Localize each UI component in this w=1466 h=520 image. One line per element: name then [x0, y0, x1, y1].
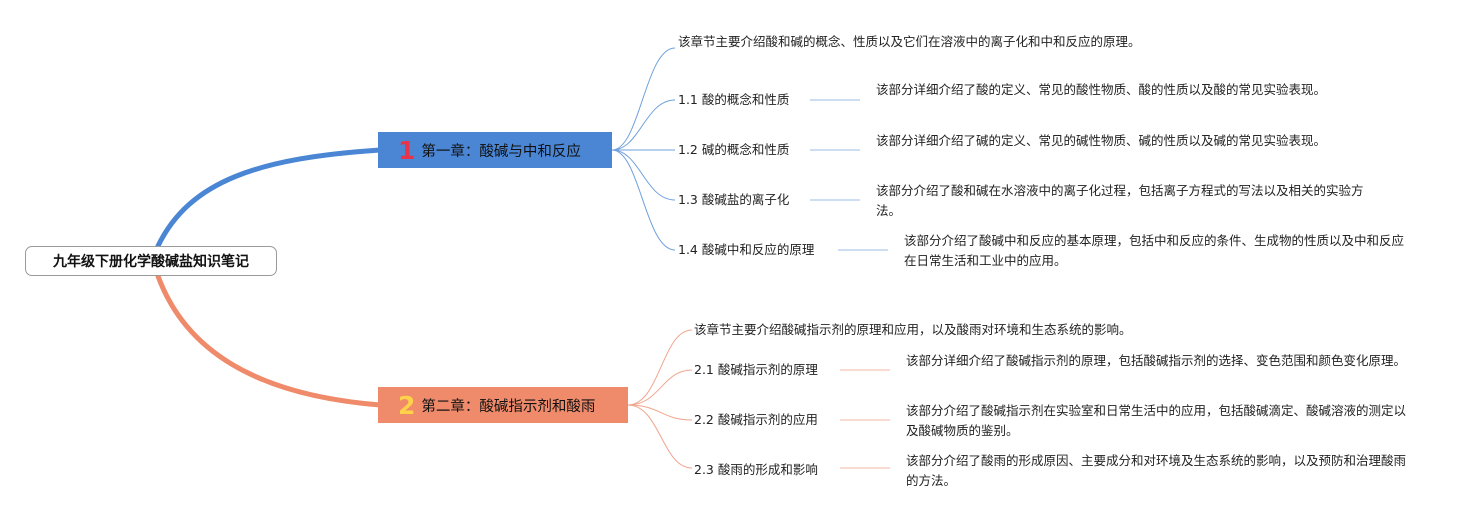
chapter-2-title: 第二章：酸碱指示剂和酸雨 [421, 398, 596, 415]
ch2-link-summary [627, 329, 693, 406]
ch1-link-s1 [611, 99, 676, 151]
root-title: 九年级下册化学酸碱盐知识笔记 [53, 254, 249, 270]
section-1-4-desc[interactable]: 该部分介绍了酸碱中和反应的基本原理，包括中和反应的条件、生成物的性质以及中和反应… [904, 233, 1405, 268]
section-2-3-desc[interactable]: 该部分介绍了酸雨的形成原因、主要成分和对环境及生态系统的影响，以及预防和治理酸雨… [906, 453, 1407, 488]
chapter-1-node[interactable]: 1 第一章：酸碱与中和反应 [378, 132, 612, 168]
section-2-2-desc[interactable]: 该部分介绍了酸碱指示剂在实验室和日常生活中的应用，包括酸碱滴定、酸碱溶液的测定以… [906, 403, 1407, 438]
section-1-2-desc[interactable]: 该部分详细介绍了碱的定义、常见的碱性物质、碱的性质以及碱的常见实验表现。 [876, 133, 1327, 148]
chapter-2-node[interactable]: 2 第二章：酸碱指示剂和酸雨 [378, 387, 628, 423]
section-1-3-desc[interactable]: 该部分介绍了酸和碱在水溶液中的离子化过程，包括离子方程式的写法以及相关的实验方法… [876, 183, 1364, 218]
root-branch-2 [155, 273, 383, 408]
chapter-1-number-badge: 1 [398, 135, 416, 165]
chapter-1-title: 第一章：酸碱与中和反应 [421, 143, 581, 160]
root-node[interactable]: 九年级下册化学酸碱盐知识笔记 [25, 246, 277, 276]
section-2-1-label[interactable]: 2.1 酸碱指示剂的原理 [694, 362, 818, 377]
ch1-link-s3 [611, 149, 676, 201]
ch2-link-s2 [627, 404, 693, 421]
section-2-3-label[interactable]: 2.3 酸雨的形成和影响 [694, 462, 818, 477]
chapter-2-summary[interactable]: 该章节主要介绍酸碱指示剂的原理和应用，以及酸雨对环境和生态系统的影响。 [694, 322, 1132, 337]
section-2-2-label[interactable]: 2.2 酸碱指示剂的应用 [694, 412, 818, 427]
chapter-2-number-badge: 2 [398, 390, 416, 420]
chapter-1-summary[interactable]: 该章节主要介绍酸和碱的概念、性质以及它们在溶液中的离子化和中和反应的原理。 [678, 34, 1141, 49]
ch1-link-s4 [611, 149, 676, 251]
ch2-link-s1 [627, 369, 693, 406]
section-1-2-label[interactable]: 1.2 碱的概念和性质 [678, 142, 790, 157]
section-2-1-desc[interactable]: 该部分详细介绍了酸碱指示剂的原理，包括酸碱指示剂的选择、变色范围和颜色变化原理。 [906, 353, 1407, 368]
section-1-3-label[interactable]: 1.3 酸碱盐的离子化 [678, 192, 790, 207]
root-branch-1 [155, 147, 383, 249]
section-1-1-desc[interactable]: 该部分详细介绍了酸的定义、常见的酸性物质、酸的性质以及酸的常见实验表现。 [876, 82, 1327, 97]
section-1-4-label[interactable]: 1.4 酸碱中和反应的原理 [678, 242, 815, 257]
section-1-1-label[interactable]: 1.1 酸的概念和性质 [678, 92, 790, 107]
ch1-link-summary [611, 47, 676, 151]
ch2-link-s3 [627, 404, 693, 469]
